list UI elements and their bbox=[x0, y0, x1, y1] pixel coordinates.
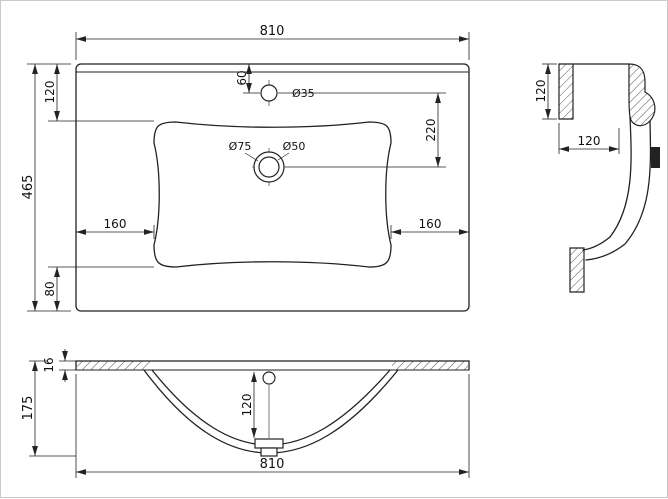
front-rim-section bbox=[628, 63, 656, 127]
side-view: 120 120 bbox=[534, 63, 660, 293]
drain-outer-leader bbox=[244, 152, 259, 162]
faucet-hole-front bbox=[262, 371, 276, 385]
drain-outer-label: Ø75 bbox=[229, 140, 252, 153]
dim-left-margin-label: 160 bbox=[104, 217, 127, 231]
dim-width-label: 810 bbox=[260, 24, 285, 39]
dim-faucet-drain-label: 220 bbox=[424, 119, 438, 142]
countertop-outline bbox=[75, 63, 470, 312]
slab-hatch-left bbox=[77, 361, 150, 370]
mounting-bracket bbox=[651, 147, 660, 168]
dim-depth-label: 465 bbox=[21, 175, 36, 200]
dim-thickness-label: 16 bbox=[42, 357, 56, 372]
drain-inner-leader bbox=[277, 152, 290, 161]
bowl-inner-curve bbox=[582, 116, 632, 251]
dim-right-margin-label: 160 bbox=[419, 217, 442, 231]
drain-body bbox=[254, 438, 284, 449]
bowl-outer-curve bbox=[585, 120, 652, 261]
top-view: Ø35 Ø75 Ø50 810 465 120 80 60 bbox=[21, 24, 470, 312]
dim-faucet-offset-label: 60 bbox=[235, 70, 249, 85]
drain-stub bbox=[260, 447, 278, 457]
dim-overall-height-label: 175 bbox=[21, 396, 36, 421]
dim-basin-bottom-label: 80 bbox=[43, 281, 57, 296]
back-rim-section bbox=[558, 63, 574, 120]
drain-hole-inner bbox=[258, 156, 280, 178]
basin-outline bbox=[153, 121, 392, 268]
dim-rim-height-label: 120 bbox=[534, 80, 548, 103]
bottom-edge-section bbox=[569, 247, 585, 293]
faucet-dia-label: Ø35 bbox=[292, 87, 315, 100]
dim-front-width-label: 810 bbox=[260, 457, 285, 472]
dim-bowl-depth-label: 120 bbox=[240, 394, 254, 417]
slab-hatch-right bbox=[392, 361, 468, 370]
faucet-hole bbox=[260, 84, 278, 102]
front-view: 120 16 175 810 bbox=[21, 349, 470, 478]
dim-basin-top-label: 120 bbox=[43, 81, 57, 104]
drain-inner-label: Ø50 bbox=[283, 140, 306, 153]
dim-rim-depth-label: 120 bbox=[578, 134, 601, 148]
